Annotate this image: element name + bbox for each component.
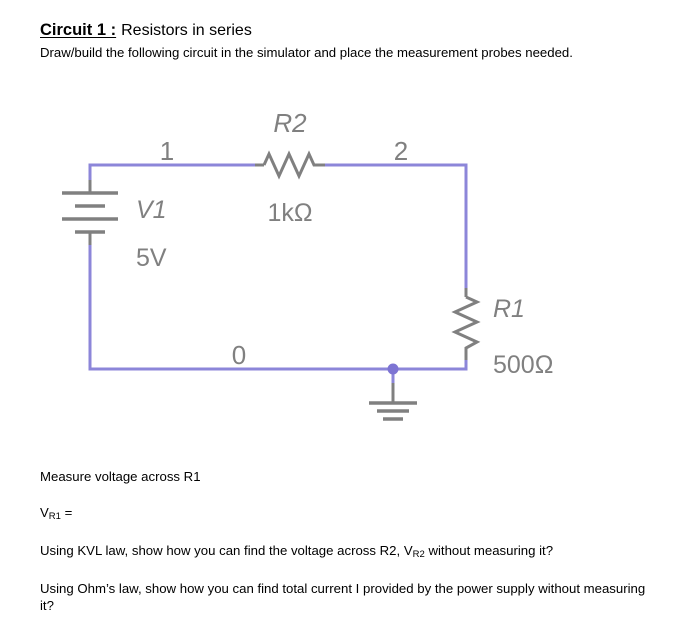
junction-dot xyxy=(387,363,399,375)
vr1-subscript: R1 xyxy=(48,511,61,522)
kvl-text-part-1: Using KVL law, show how you can find the… xyxy=(40,543,413,558)
worksheet-header: Circuit 1 :Resistors in series Draw/buil… xyxy=(40,20,660,62)
question-kvl: Using KVL law, show how you can find the… xyxy=(40,542,655,561)
kvl-text-part-2: without measuring it? xyxy=(424,543,554,558)
source-ref-label: V1 xyxy=(136,196,167,224)
vr2-subscript: R2 xyxy=(412,549,425,560)
circuit-schematic: 1 2 0 V1 5V R2 1kΩ R1 500Ω xyxy=(0,90,679,440)
source-value-label: 5V xyxy=(136,244,167,272)
circuit-number-label: Circuit 1 : xyxy=(40,21,117,39)
r2-value-label: 1kΩ xyxy=(267,199,312,227)
r1-value-label: 500Ω xyxy=(493,351,553,379)
question-measure-vr1: Measure voltage across R1 xyxy=(40,469,201,484)
node-label-0: 0 xyxy=(232,340,246,370)
r2-zigzag xyxy=(262,150,316,180)
question-ohms-law: Using Ohm’s law, show how you can find t… xyxy=(40,581,646,613)
circuit-subject-label: Resistors in series xyxy=(121,22,252,39)
answer-field-vr1: VR1 = xyxy=(40,504,655,523)
questions-block: Measure voltage across R1 VR1 = Using KV… xyxy=(40,468,655,614)
page-title: Circuit 1 :Resistors in series xyxy=(40,20,660,41)
node-label-1: 1 xyxy=(160,136,174,166)
r1-zigzag xyxy=(451,295,481,351)
vr1-prefix: V xyxy=(40,505,49,520)
instruction-text: Draw/build the following circuit in the … xyxy=(40,45,573,60)
r1-ref-label: R1 xyxy=(493,295,525,323)
node-label-2: 2 xyxy=(394,136,408,166)
vr1-equals: = xyxy=(60,505,73,520)
r2-ref-label: R2 xyxy=(273,108,307,138)
